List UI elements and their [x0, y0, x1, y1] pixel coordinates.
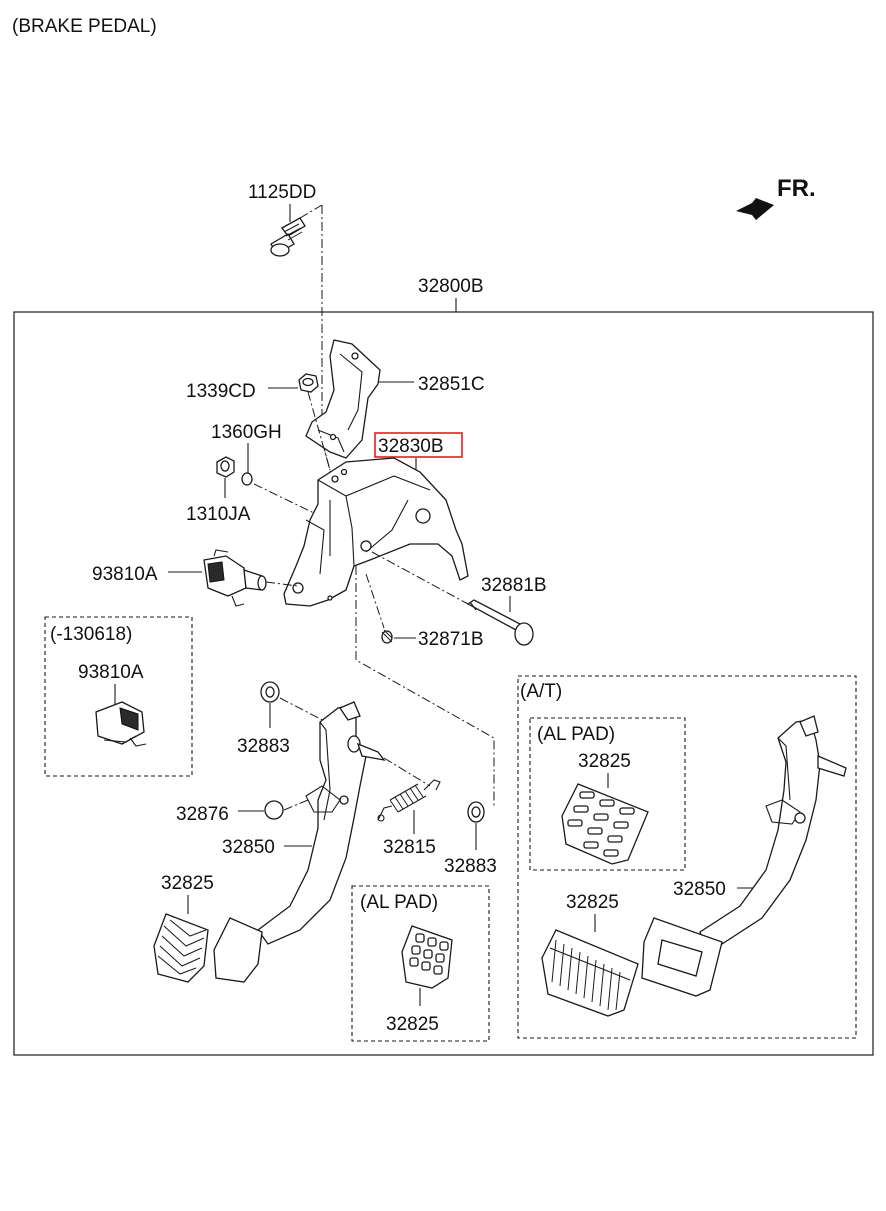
label-32830B: 32830B: [378, 436, 444, 457]
nut-1310JA: [216, 456, 235, 478]
inset-al-pad-frame: [351, 885, 490, 1042]
inset-at-caption: (A/T): [520, 681, 562, 702]
inset-al-pad-part-label: 32825: [386, 1014, 439, 1035]
nut-1339CD: [298, 373, 319, 393]
bolt-32871B: [381, 629, 393, 644]
washer-1360GH: [241, 472, 253, 486]
at-al-pedal-pad: [561, 783, 649, 865]
stop-lamp-switch-93810A: [203, 549, 267, 607]
label-1360GH: 1360GH: [211, 422, 282, 443]
front-arrow-icon: [736, 198, 774, 220]
return-spring-32815: [377, 779, 441, 822]
inset-prior-frame: [44, 616, 193, 777]
pivot-pin-32881B: [466, 599, 534, 646]
label-32883-lower: 32883: [444, 856, 497, 877]
inset-at-pad-part-label: 32825: [566, 892, 619, 913]
label-1125DD: 1125DD: [248, 182, 316, 203]
label-32815: 32815: [383, 837, 436, 858]
bushing-32883-upper: [260, 681, 280, 703]
stop-lamp-switch-prior: [95, 701, 147, 747]
label-93810A: 93810A: [92, 564, 158, 585]
label-32883-upper: 32883: [237, 736, 290, 757]
inset-at-al-pad-caption: (AL PAD): [537, 724, 615, 745]
label-32876: 32876: [176, 804, 229, 825]
front-direction-indicator: FR.: [736, 175, 816, 220]
al-pedal-pad: [401, 925, 453, 989]
inset-al-pad-caption: (AL PAD): [360, 892, 438, 913]
pedal-pad-32825: [153, 913, 209, 983]
label-32871B: 32871B: [418, 629, 484, 650]
at-brake-pedal-arm: [641, 715, 847, 997]
diagram-title: (BRAKE PEDAL): [12, 16, 157, 37]
inset-at-al-pad-frame: [529, 717, 686, 871]
bushing-32883-lower: [467, 801, 485, 823]
label-32800B: 32800B: [418, 276, 484, 297]
highlight-box-32830B: [374, 432, 463, 458]
label-1310JA: 1310JA: [186, 504, 251, 525]
label-32851C: 32851C: [418, 374, 485, 395]
inset-prior-caption: (-130618): [50, 624, 132, 645]
front-label: FR.: [777, 175, 816, 202]
at-pedal-pad: [541, 929, 639, 1017]
mounting-bracket-32830B: [283, 457, 469, 607]
label-32825: 32825: [161, 873, 214, 894]
assembly-frame: [13, 311, 874, 1056]
inset-at-pedal-part-label: 32850: [673, 879, 726, 900]
inset-at-frame: [517, 675, 857, 1039]
brake-pedal-arm-32850: [213, 701, 386, 983]
label-1339CD: 1339CD: [186, 381, 256, 402]
bolt-1125DD: [270, 217, 306, 257]
bracket-32851C: [305, 339, 381, 459]
inset-prior-part-label: 93810A: [78, 662, 144, 683]
stopper-32876: [264, 800, 284, 820]
label-32850: 32850: [222, 837, 275, 858]
inset-at-al-pad-part-label: 32825: [578, 751, 631, 772]
label-32881B: 32881B: [481, 575, 547, 596]
